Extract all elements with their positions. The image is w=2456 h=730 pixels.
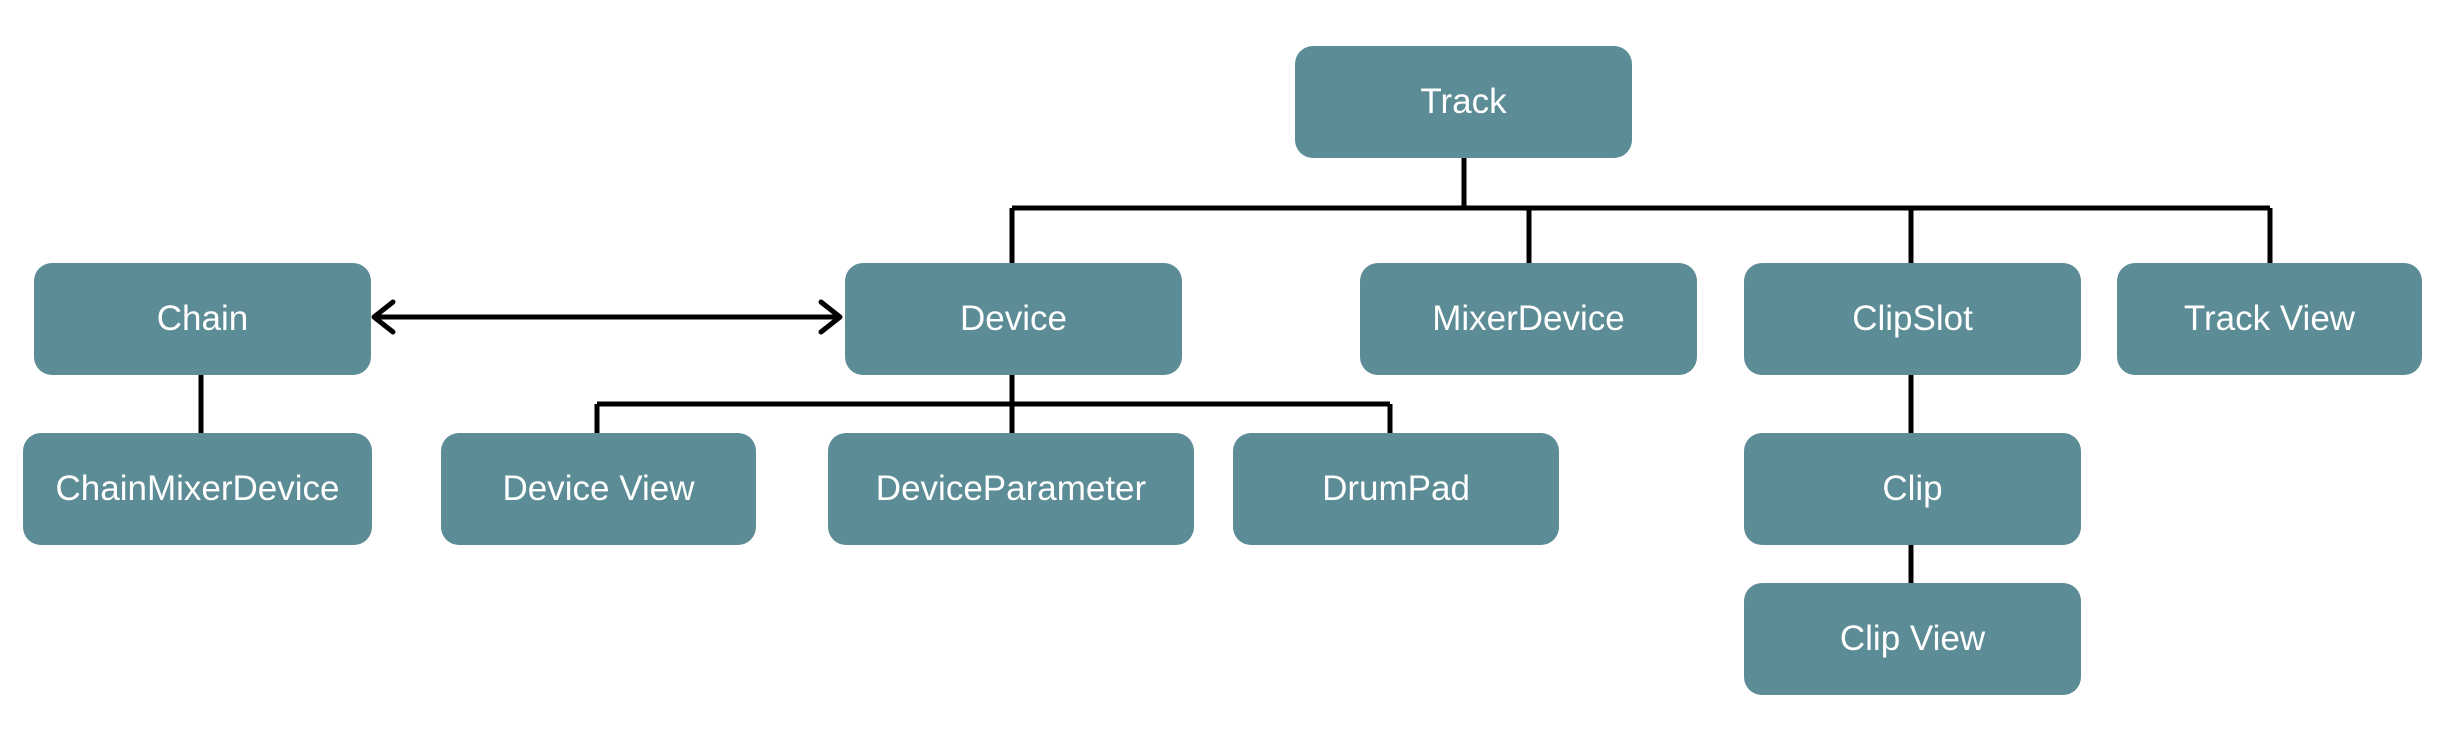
node-drum-pad: DrumPad [1233,433,1559,545]
bidirectional-arrow [371,299,843,335]
node-clip: Clip [1744,433,2081,545]
node-track-view: Track View [2117,263,2422,375]
node-mixer-device: MixerDevice [1360,263,1697,375]
arrow-head-right [818,299,843,335]
node-chain: Chain [34,263,371,375]
arrow-head-left [371,299,396,335]
node-chain-mixer-device: ChainMixerDevice [23,433,372,545]
node-track: Track [1295,46,1632,158]
node-clip-slot: ClipSlot [1744,263,2081,375]
node-device: Device [845,263,1182,375]
node-device-parameter: DeviceParameter [828,433,1194,545]
node-device-view: Device View [441,433,756,545]
node-clip-view: Clip View [1744,583,2081,695]
